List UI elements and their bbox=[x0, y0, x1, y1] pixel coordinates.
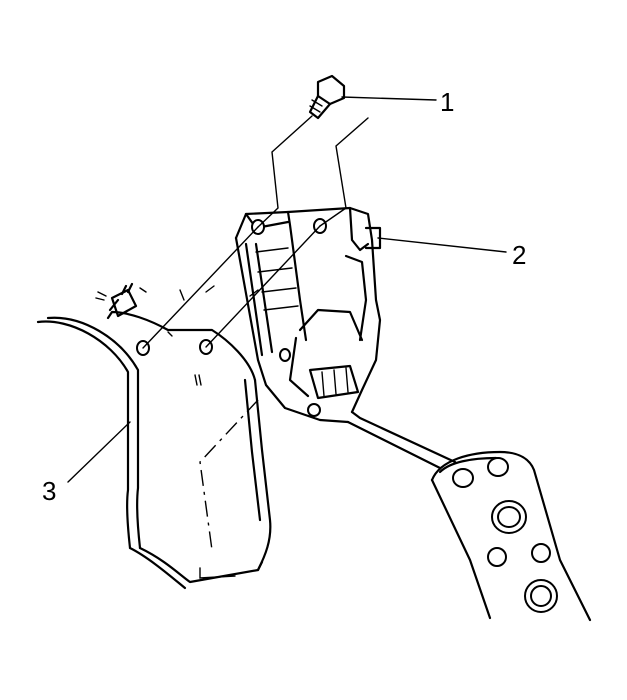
callout-leader-2 bbox=[377, 237, 507, 253]
pedal-pad bbox=[430, 450, 592, 622]
callout-1: 1 bbox=[440, 87, 454, 117]
mounting-stud bbox=[95, 282, 185, 318]
callout-leader-1 bbox=[341, 96, 437, 101]
callout-2: 2 bbox=[512, 240, 526, 270]
dash-panel-bracket bbox=[36, 310, 272, 590]
callout-leader-3 bbox=[67, 421, 131, 483]
pedal-assembly bbox=[234, 206, 382, 424]
pedal-arm bbox=[346, 410, 457, 470]
alignment-lines bbox=[142, 115, 369, 349]
callout-3: 3 bbox=[42, 476, 56, 506]
bolt bbox=[308, 74, 346, 120]
